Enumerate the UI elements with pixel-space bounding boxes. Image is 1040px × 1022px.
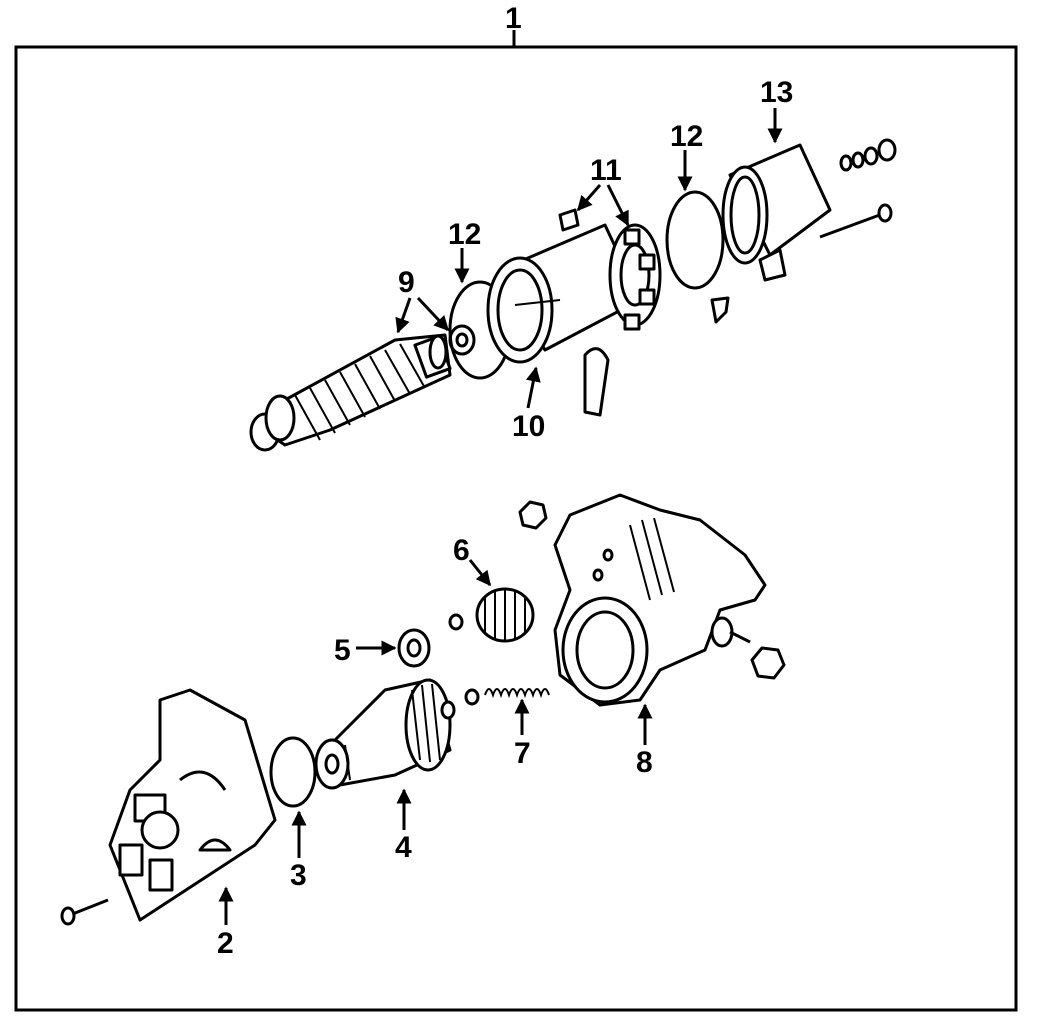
callout-12-right: 12 xyxy=(670,120,703,153)
callout-8: 8 xyxy=(636,746,653,779)
leader-lines xyxy=(218,108,783,925)
callout-10: 10 xyxy=(512,410,545,443)
mounting-bolt xyxy=(60,898,109,926)
callout-11: 11 xyxy=(590,154,622,187)
steel-ball xyxy=(448,613,464,631)
brush-clip xyxy=(558,208,580,232)
callout-1: 1 xyxy=(505,2,522,35)
callout-4: 4 xyxy=(395,831,412,864)
callout-12-left: 12 xyxy=(448,218,481,251)
end-cap-hardware xyxy=(839,138,897,172)
callout-5: 5 xyxy=(334,634,351,667)
callout-7: 7 xyxy=(514,737,531,770)
end-cap xyxy=(721,143,832,282)
solenoid-housing xyxy=(553,493,767,707)
callout-6: 6 xyxy=(453,534,470,567)
idler-gear xyxy=(475,587,535,643)
screw xyxy=(710,296,730,324)
callout-13: 13 xyxy=(760,76,793,109)
callout-3: 3 xyxy=(290,859,307,892)
callout-2: 2 xyxy=(217,927,234,960)
through-bolt xyxy=(819,203,893,239)
terminal-nut xyxy=(750,646,786,680)
return-spring xyxy=(464,688,550,706)
o-ring-right xyxy=(665,190,725,290)
seal xyxy=(269,736,317,808)
drive-pinion xyxy=(314,678,452,790)
armature xyxy=(249,333,452,452)
pinion-washer xyxy=(440,700,456,720)
bearing-retainer xyxy=(397,628,431,668)
callout-9: 9 xyxy=(398,266,415,299)
assembly-frame xyxy=(14,45,1018,1012)
brush-holder xyxy=(608,223,662,331)
drive-housing xyxy=(108,688,277,922)
field-frame xyxy=(486,223,642,417)
terminal-stud xyxy=(710,616,751,648)
solenoid-nut xyxy=(518,500,548,530)
